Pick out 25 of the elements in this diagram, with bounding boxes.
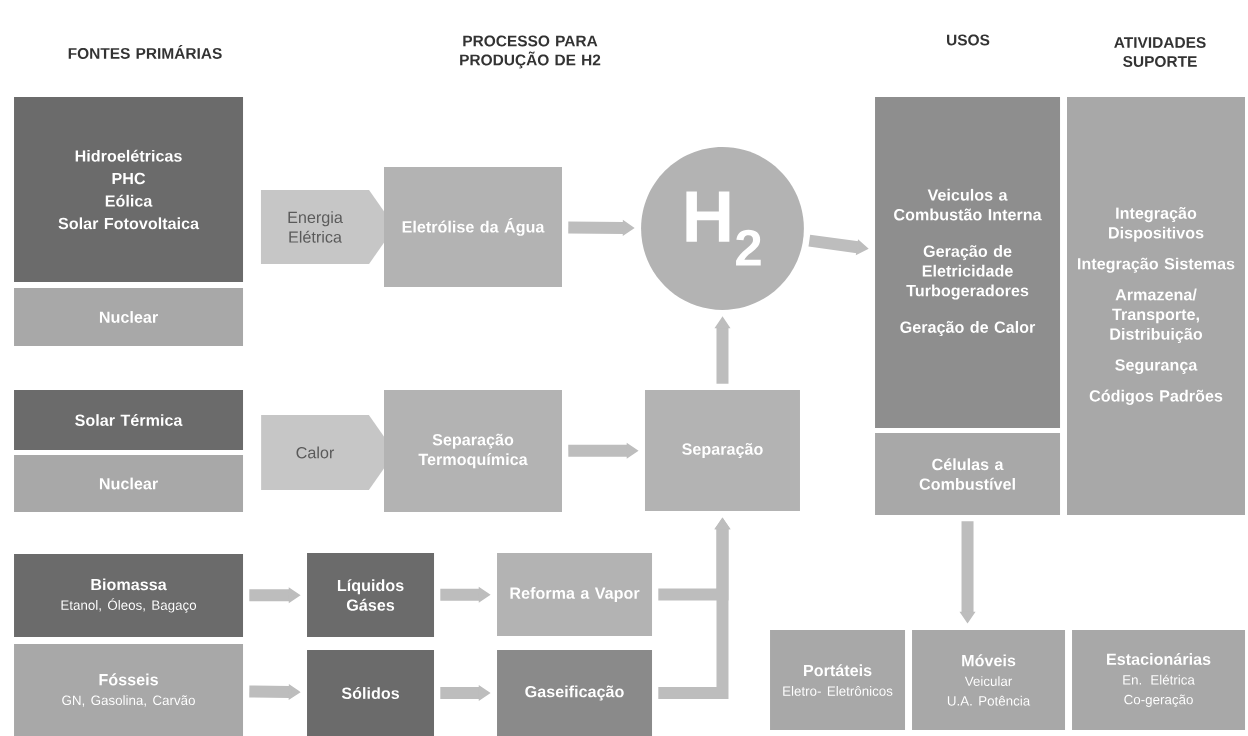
column-heading: PROCESSO PARA PRODUÇÃO DE H2 [460, 35, 601, 69]
column-heading: USOS [947, 34, 990, 46]
process-box: Líquidos Gáses [307, 553, 435, 637]
application-box: Móveis Veicular U.A. Potência [912, 630, 1065, 730]
use-box: Veiculos a Combustão Interna Geração de Eletricidade Turbogeradores Geração de Calor [875, 96, 1061, 428]
source-box: Hidroelétricas PHC Eólica Solar Fotovoltaica [14, 96, 244, 282]
process-box: Gaseificação [497, 650, 653, 736]
column-heading: ATIVIDADES SUPORTE [1114, 37, 1206, 67]
source-box: Fósseis GN, Gasolina, Carvão [14, 644, 244, 736]
process-box: Sólidos [307, 650, 435, 736]
source-box: Nuclear [14, 455, 244, 512]
process-box: Separação [645, 390, 800, 511]
chevron-box: Calor [261, 414, 396, 490]
source-box: Biomassa Etanol, Óleos, Bagaço [14, 554, 244, 637]
process-box: Reforma a Vapor [497, 553, 653, 636]
process-box: Separação Termoquímica [384, 390, 562, 512]
chevron-box: Energia Elétrica [260, 190, 395, 264]
application-box: Estacionárias En. Elétrica Co-geração [1072, 630, 1246, 730]
support-box: Integração Dispositivos Integração Sistemas Armazena/ Transporte, Distribuição Segurança Códigos Padrões [1067, 97, 1245, 515]
process-box: Eletrólise da Água [384, 167, 562, 287]
application-box: Portáteis Eletro- Eletrônicos [770, 630, 906, 730]
source-box: Solar Térmica [14, 390, 244, 450]
use-box: Células a Combustível [875, 433, 1061, 515]
column-heading: FONTES PRIMÁRIAS [68, 45, 222, 59]
source-box: Nuclear [14, 288, 244, 346]
